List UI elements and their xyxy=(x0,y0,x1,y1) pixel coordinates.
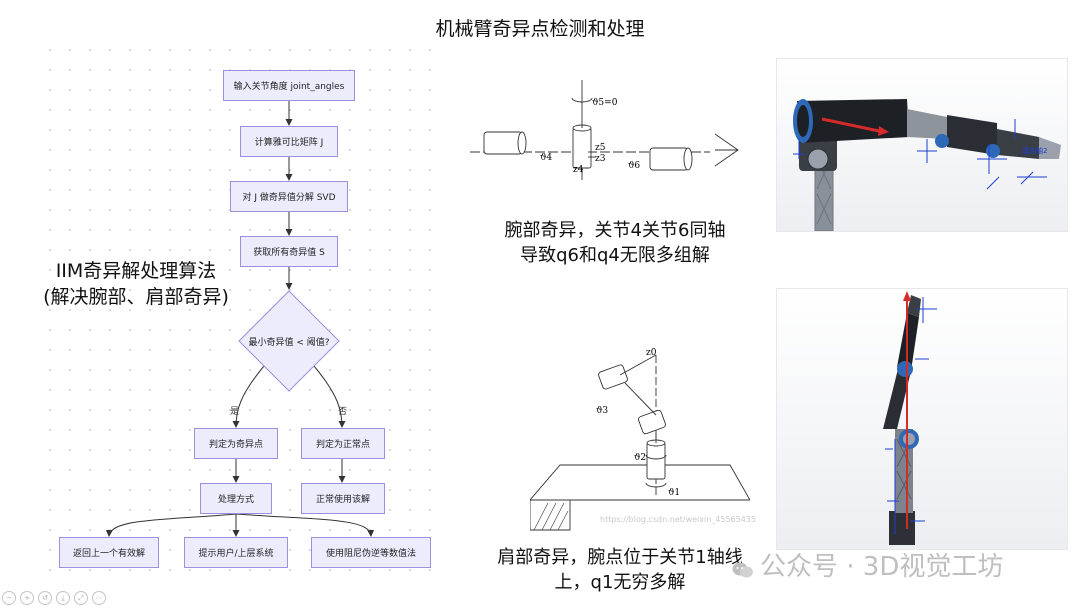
wechat-icon xyxy=(732,556,753,578)
label-theta6: ϑ6 xyxy=(628,161,640,171)
label-z4: z4 xyxy=(573,165,584,175)
label-theta4: ϑ4 xyxy=(540,153,552,163)
shoulder-singularity-diagram: z0 ϑ3 ϑ2 ϑ1 xyxy=(530,348,750,531)
robot-render-bottom-drawing xyxy=(883,291,937,545)
edge-decision-yes xyxy=(232,365,265,428)
wrist-caption: 腕部奇异，关节4关节6同轴 导致q6和q4无限多组解 xyxy=(470,218,760,268)
label-z5: z5 xyxy=(595,143,606,153)
wrist-caption-line2: 导致q6和q4无限多组解 xyxy=(520,245,710,266)
decision-diamond xyxy=(238,290,340,392)
label-theta1: ϑ1 xyxy=(668,488,680,498)
wrist-caption-line1: 腕部奇异，关节4关节6同轴 xyxy=(504,220,726,241)
shoulder-caption-line1: 肩部奇异，腕点位于关节1轴线 xyxy=(497,547,743,568)
label-theta5: ϑ5=0 xyxy=(592,98,618,108)
node-compute-jacobian: 计算雅可比矩阵 J xyxy=(240,126,338,157)
node-use-solution: 正常使用该解 xyxy=(301,483,385,514)
node-damped-pinv: 使用阻尼伪逆等数值法 xyxy=(311,537,431,568)
node-input-angles: 输入关节角度 joint_angles xyxy=(223,70,355,101)
more-icon[interactable]: ⋯ xyxy=(92,591,106,605)
wrist-singularity-diagram: ϑ5=0 ϑ4 ϑ6 z5 z3 z4 xyxy=(470,80,739,180)
robot-render-shoulder-singular xyxy=(776,288,1068,550)
url-watermark: https://blog.csdn.net/weixin_45565435 xyxy=(600,515,757,524)
label-theta2: ϑ2 xyxy=(634,453,646,463)
algorithm-caption-line2: (解决腕部、肩部奇异) xyxy=(43,286,229,308)
edge-handling-prev xyxy=(105,513,237,537)
export-icon[interactable]: ⤓ xyxy=(56,591,70,605)
edge-label-yes: 是 xyxy=(230,407,240,417)
node-svd: 对 J 做奇异值分解 SVD xyxy=(230,181,348,212)
node-get-singular-values: 获取所有奇异值 S xyxy=(240,236,338,267)
label-z3: z3 xyxy=(595,154,606,164)
node-is-normal: 判定为正常点 xyxy=(301,428,385,459)
shoulder-caption: 肩部奇异，腕点位于关节1轴线 上，q1无穷多解 xyxy=(470,545,770,595)
node-prompt-user: 提示用户/上层系统 xyxy=(184,537,288,568)
decision-label: 最小奇异值 < 阈值? xyxy=(248,338,330,348)
zoom-out-icon[interactable]: − xyxy=(2,591,16,605)
node-handling: 处理方式 xyxy=(200,483,272,514)
edge-decision-no xyxy=(313,365,346,428)
page-title: 机械臂奇异点检测和处理 xyxy=(435,18,645,40)
algorithm-caption: IIM奇异解处理算法 (解决腕部、肩部奇异) xyxy=(16,258,256,310)
brand-watermark: 公众号 · 3D视觉工坊 xyxy=(732,548,1004,582)
brand-text: 公众号 · 3D视觉工坊 xyxy=(760,551,1004,582)
edge-label-no: 否 xyxy=(338,407,348,417)
fit-icon[interactable]: ⤢ xyxy=(74,591,88,605)
robot-render-wrist-singular: 基准轴2 xyxy=(776,58,1068,232)
algorithm-caption-line1: IIM奇异解处理算法 xyxy=(55,260,217,282)
node-is-singular: 判定为奇异点 xyxy=(194,428,278,459)
shoulder-caption-line2: 上，q1无穷多解 xyxy=(554,572,686,593)
node-return-previous: 返回上一个有效解 xyxy=(59,537,159,568)
label-theta3: ϑ3 xyxy=(596,406,608,416)
annotation-datum-axis: 基准轴2 xyxy=(1022,146,1047,155)
label-z0: z0 xyxy=(646,348,657,358)
zoom-in-icon[interactable]: + xyxy=(20,591,34,605)
robot-render-top-drawing: 基准轴2 xyxy=(793,99,1061,231)
edge-handling-damped xyxy=(235,513,375,537)
canvas-toolbar: − + ↺ ⤓ ⤢ ⋯ xyxy=(2,591,106,605)
reset-icon[interactable]: ↺ xyxy=(38,591,52,605)
